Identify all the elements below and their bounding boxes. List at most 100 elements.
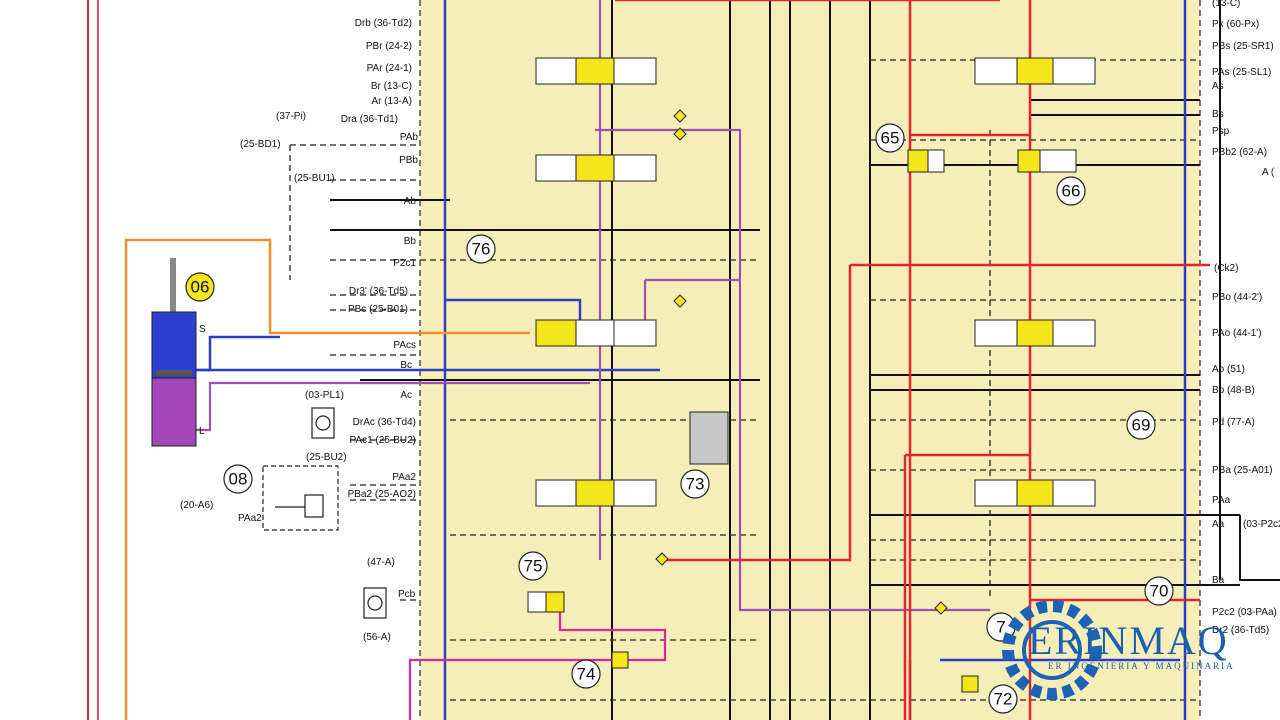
orange-line: [124, 238, 530, 720]
port-label-left: (37-Pi): [276, 111, 306, 122]
port-label-right: PAa: [1212, 495, 1231, 506]
main-lines: [330, 0, 1280, 720]
svg-text:70: 70: [1150, 582, 1169, 601]
left-port-labels: Drb (36-Td2) PBr (24-2) PAr (24-1) Br (1…: [180, 18, 418, 643]
gear-icon: [1002, 600, 1102, 700]
callout-66: 66: [1056, 176, 1086, 206]
port-label-right: PBb2 (62-A): [1212, 147, 1267, 158]
valve-7: [974, 479, 1096, 507]
port-label-left: (03-PL1): [305, 390, 344, 401]
port-label-right: Dr2 (36-Td5): [1212, 625, 1269, 636]
port-label-left: P2c1: [393, 258, 416, 269]
port-label-left: Pcb: [398, 589, 416, 600]
port-label-left: Drb (36-Td2): [355, 18, 412, 29]
port-label-left: PAc1 (25-BU2): [349, 435, 416, 446]
port-label-right: PBa (25-A01): [1212, 465, 1273, 476]
port-label-left: PBb: [399, 155, 418, 166]
port-label-left: Bc: [400, 360, 412, 371]
port-label-right: Ba: [1212, 575, 1225, 586]
port-label-left: (56-A): [363, 632, 391, 643]
valve-75: [527, 591, 565, 613]
check-diamonds: [655, 109, 948, 615]
pressure-sensor-pl1: [311, 407, 335, 439]
callout-65: 65: [875, 123, 905, 153]
svg-text:73: 73: [686, 475, 705, 494]
port-label-right: PBo (44-2'): [1212, 292, 1262, 303]
callout-08: 08: [223, 464, 253, 494]
svg-text:75: 75: [524, 557, 543, 576]
port-label-right: Psp: [1212, 126, 1230, 137]
port-label-left: Br (13-C): [371, 81, 412, 92]
valve-3: [535, 319, 657, 347]
pressure-sensor-pcb: [363, 587, 387, 619]
port-label-left: (47-A): [367, 557, 395, 568]
valve-73: [689, 411, 729, 465]
callout-74: 74: [571, 659, 601, 689]
hydraulic-cylinder: S L: [151, 258, 206, 447]
port-label-left: PAa2: [392, 472, 416, 483]
svg-text:76: 76: [472, 240, 491, 259]
port-label-right: (03-P2c2: [1243, 519, 1280, 530]
valve-2: [535, 154, 657, 182]
callouts: 06 08 65 66 69 70 72 73 74 75 76 7: [185, 123, 1174, 714]
valve-72: [961, 675, 979, 693]
watermark-logo: ERINMAQ ER INGENIERIA Y MAQUINARIA: [1002, 600, 1235, 700]
magenta-lines: [408, 600, 667, 720]
callout-06: 06: [185, 272, 215, 302]
cylinder-port-l: L: [199, 426, 205, 437]
valve-group: [527, 57, 1096, 693]
port-label-left: (20-A6): [180, 500, 213, 511]
port-label-left: Dra (36-Td1): [341, 114, 398, 125]
port-label-left: PAcs: [393, 340, 416, 351]
watermark-tagline: ER INGENIERIA Y MAQUINARIA: [1048, 661, 1235, 671]
port-label-left: (25-BU1): [294, 173, 335, 184]
cylinder-port-s: S: [199, 324, 206, 335]
port-label-left: (25-BU2): [306, 452, 347, 463]
callout-72: 72: [988, 684, 1018, 714]
svg-text:7: 7: [996, 618, 1005, 637]
port-label-right: Pd (77-A): [1212, 417, 1255, 428]
purple-lines: [195, 0, 1032, 612]
port-label-right: Bs: [1212, 109, 1224, 120]
port-label-right: Px (60-Px): [1212, 19, 1259, 30]
callout-73: 73: [680, 469, 710, 499]
manifold-panel-right: [1200, 0, 1280, 720]
port-label-right: As: [1212, 81, 1224, 92]
valve-1: [535, 57, 657, 85]
svg-text:06: 06: [191, 278, 210, 297]
port-label-right: (Ck2): [1214, 263, 1238, 274]
port-label-left: PBr (24-2): [366, 41, 412, 52]
port-label-right: (13-C): [1212, 0, 1240, 9]
svg-text:74: 74: [577, 665, 596, 684]
port-label-right: PAs (25-SL1): [1212, 67, 1271, 78]
port-label-left: Ac: [400, 390, 412, 401]
port-label-left: PAr (24-1): [367, 63, 412, 74]
red-lines: [615, 0, 1210, 720]
callout-70: 70: [1144, 576, 1174, 606]
port-label-left: DrAc (36-Td4): [353, 417, 416, 428]
svg-text:66: 66: [1062, 182, 1081, 201]
port-label-right: Bo (48-B): [1212, 385, 1255, 396]
port-label-right: PAo (44-1'): [1212, 328, 1262, 339]
port-label-right: Aa: [1212, 519, 1225, 530]
port-label-right: A (: [1262, 167, 1275, 178]
port-label-left: Dr3' (36-Td5): [349, 286, 408, 297]
port-label-left: Bb: [404, 236, 417, 247]
right-port-labels: Px (60-Px) PBs (25-SR1) PAs (25-SL1) As …: [1212, 0, 1280, 636]
svg-text:65: 65: [881, 129, 900, 148]
port-label-left: (25-BD1): [240, 139, 281, 150]
svg-text:08: 08: [229, 470, 248, 489]
callout-75: 75: [518, 551, 548, 581]
valve-74: [611, 651, 629, 669]
port-label-right: P2c2 (03-PAa): [1212, 607, 1277, 618]
relief-block-08: [262, 465, 339, 531]
port-label-left: PAb: [400, 132, 419, 143]
valve-65: [907, 149, 945, 173]
callout-69: 69: [1126, 410, 1156, 440]
port-label-right: PBs (25-SR1): [1212, 41, 1274, 52]
port-label-right: Ao (51): [1212, 364, 1245, 375]
watermark-brand: ERINMAQ: [1028, 618, 1229, 663]
pilot-lines: [289, 59, 1200, 701]
callout-76: 76: [466, 234, 496, 264]
